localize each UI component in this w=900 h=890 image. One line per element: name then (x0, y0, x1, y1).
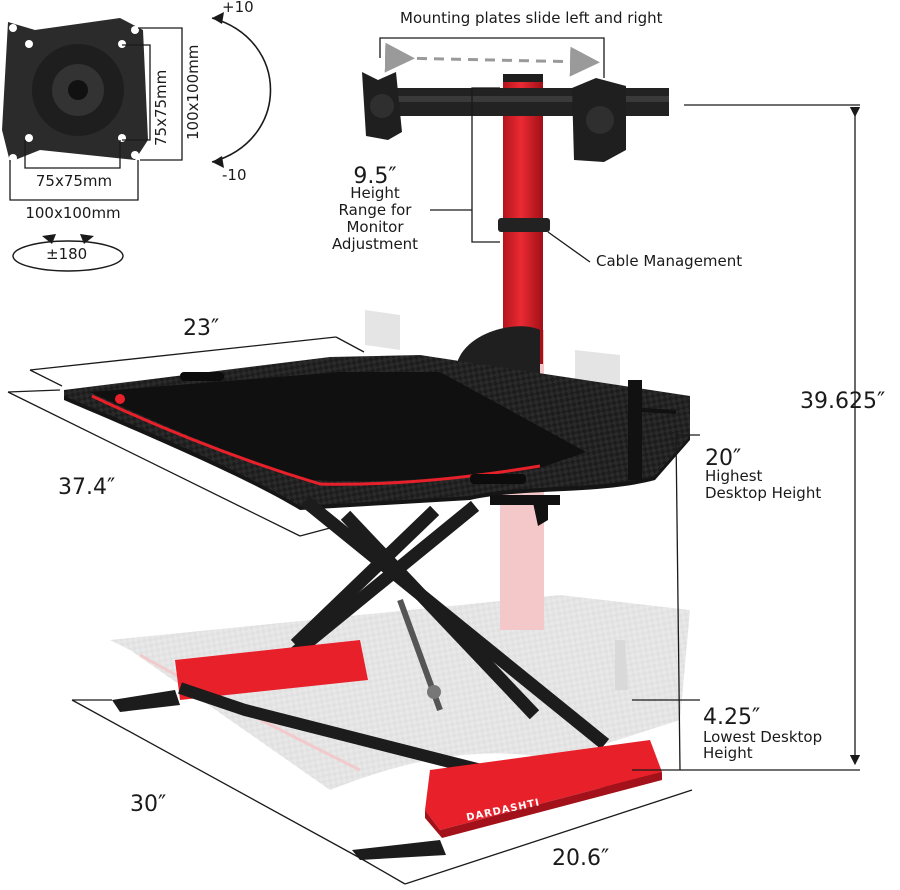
highest-height-value: 20″ (705, 446, 742, 471)
vesa-outer-width-label: 100x100mm (25, 204, 121, 222)
cable-hook (532, 498, 548, 526)
left-vesa-bracket (362, 72, 402, 140)
base-width-dimension: 20.6″ (552, 846, 610, 871)
total-height-dimension: 39.625″ (800, 389, 886, 414)
highest-height-line-1: Highest (705, 467, 763, 485)
swivel-label: ±180 (46, 245, 88, 263)
monitor-height-value: 9.5″ (353, 164, 397, 189)
vesa-outer-height-label: 100x100mm (184, 44, 202, 140)
vesa-inner-width-label: 75x75mm (35, 172, 113, 190)
monitor-height-line-2: Range for (338, 201, 412, 219)
cable-management-label: Cable Management (596, 252, 743, 270)
monitor-height-line-1: Height (350, 184, 400, 202)
slide-indicator (379, 37, 605, 78)
highest-height-line-2: Desktop Height (705, 484, 822, 502)
monitor-height-line-3: Monitor (346, 218, 404, 236)
tilt-arc (211, 12, 272, 168)
right-vesa-bracket (572, 78, 626, 162)
depth-dimension: 37.4″ (58, 475, 116, 500)
monitor-height-line-4: Adjustment (331, 235, 419, 253)
base-frame (112, 640, 662, 860)
gas-spring (397, 598, 443, 712)
tilt-plus-label: +10 (222, 0, 254, 16)
headphone-hook (628, 380, 677, 480)
top-width-dimension: 23″ (183, 316, 220, 341)
lowest-height-line-1: Lowest Desktop (703, 728, 823, 746)
lowest-height-line-2: Height (703, 744, 753, 762)
vesa-dimension-lines (9, 27, 183, 201)
tilt-minus-label: -10 (222, 166, 247, 184)
slide-note: Mounting plates slide left and right (400, 9, 663, 27)
swivel-indicator (12, 234, 124, 272)
scissor-lift (270, 495, 610, 750)
base-depth-dimension: 30″ (130, 792, 167, 817)
vesa-inner-height-label: 75x75mm (152, 69, 170, 146)
desktop-surface (64, 355, 690, 510)
dimension-lines (7, 104, 861, 885)
crossbar (393, 88, 669, 116)
monitor-height-bracket (430, 87, 591, 263)
vesa-plate (2, 18, 148, 162)
lowest-height-value: 4.25″ (703, 705, 761, 730)
